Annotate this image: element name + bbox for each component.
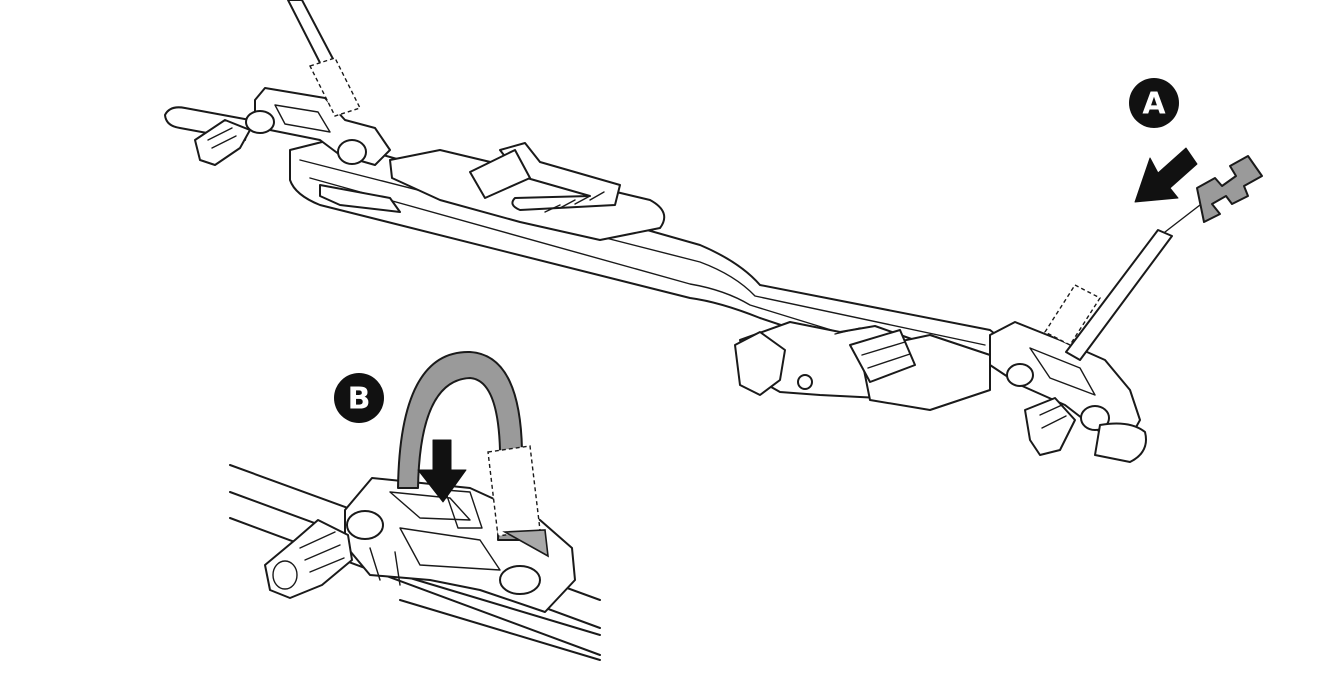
strap-end-tip (1196, 155, 1263, 223)
frame-holder-base (389, 149, 666, 241)
clamp-knob (734, 331, 786, 396)
label-badge-a: A (1129, 78, 1179, 128)
right-ratchet-buckle (1024, 397, 1076, 456)
bike-carrier-assembly (164, 0, 1263, 463)
detail-strap-sleeve (487, 445, 541, 537)
frame-holder-knob (469, 149, 531, 199)
label-a-text: A (1142, 87, 1166, 122)
left-strap-sleeve (309, 57, 361, 117)
right-tube-end (1094, 422, 1147, 463)
right-strap-sleeve (1043, 284, 1102, 346)
label-b-text: B (348, 382, 371, 417)
detail-b-assembly (229, 350, 601, 661)
left-lower-plate (319, 184, 401, 213)
arrow-down-icon (417, 439, 467, 503)
frame-holder-arm (499, 142, 621, 211)
arrow-down-left-icon (1134, 147, 1198, 203)
label-badge-b: B (334, 373, 384, 423)
right-upright-strap (1065, 229, 1173, 361)
